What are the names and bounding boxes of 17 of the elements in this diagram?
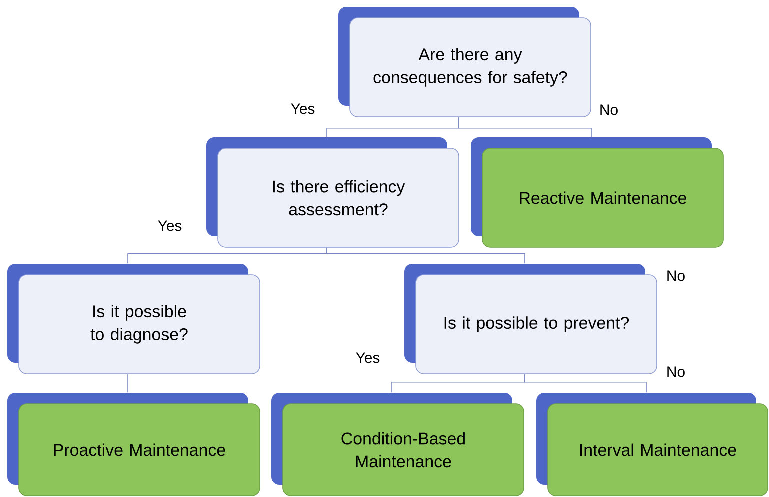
maintenance-card: Condition-Based Maintenance [272,393,524,496]
branch-label: No [668,270,685,282]
connector [524,374,647,393]
question-card: Is it possible to diagnose? [8,264,260,374]
edge-label: Yes [356,352,380,364]
question-card: Are there any consequences for safety? [338,7,592,118]
maintenance-card: Proactive Maintenance [8,393,260,496]
connector [458,117,592,138]
edge-label: Yes [158,220,182,232]
maintenance-card: Interval Maintenance [536,393,768,496]
question-card: Is it possible to prevent? [404,264,658,374]
question-card: Is there efficiency assessment? [206,138,460,248]
edge-label: Yes [291,104,315,114]
maintenance-card: Reactive Maintenance [471,138,724,248]
edge-label: No [600,104,618,116]
edge-label: No [668,366,685,378]
connector [326,248,526,264]
